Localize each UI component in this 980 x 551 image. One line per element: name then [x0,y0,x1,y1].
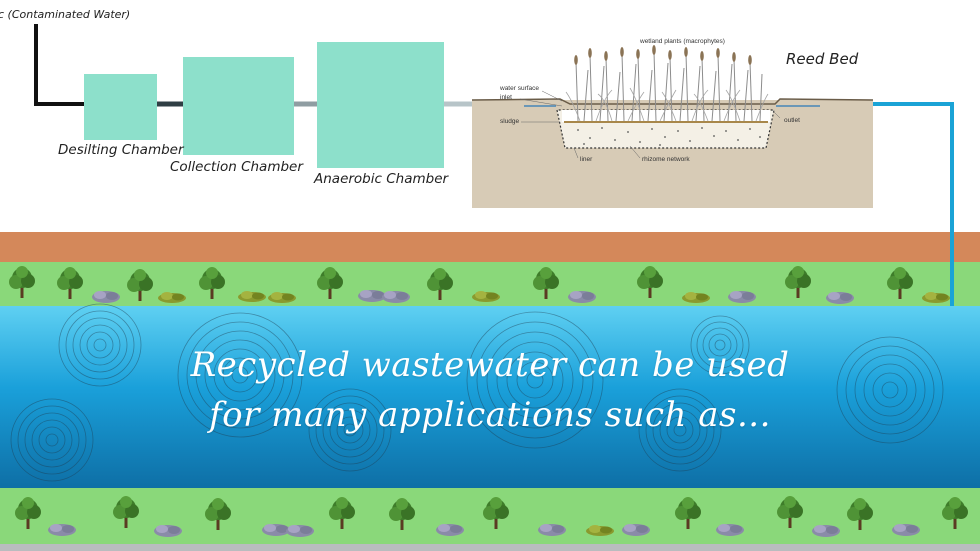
anaerobic-chamber-label: Anaerobic Chamber [314,171,449,187]
ripple-4 [308,388,392,472]
ripple-6 [690,315,750,375]
reed-bed-water [562,110,770,122]
reed-bed-title: Reed Bed [786,50,859,68]
anaerobic-chamber [317,42,444,168]
wetland-plants-label: wetland plants (macrophytes) [640,38,725,45]
inlet-pipe [34,24,84,106]
ground-edge [0,544,980,551]
sludge-label: sludge [500,118,520,125]
ripple-3 [177,312,303,438]
message-line-2: for many applications such as... [209,395,771,435]
outlet-pipe [873,102,954,306]
collection-chamber [183,57,294,155]
river [0,306,980,488]
message-line-1: Recycled wastewater can be used [190,345,790,385]
ripple-7 [638,388,722,472]
soil-band [0,232,980,262]
reed-leaves [565,87,769,122]
liner-label: liner [580,156,593,163]
ripple-1 [58,303,142,387]
desilting-chamber [84,74,157,140]
inlet-label: c (Contaminated Water) [0,8,131,21]
desilting-chamber-label: Desilting Chamber [58,142,184,158]
inlet-reedbed-label: inlet [500,94,512,101]
outlet-label: outlet [784,117,800,124]
water-surface-label: water surface [500,85,540,92]
gravel [577,127,761,146]
reed-bed-leader-lines [519,90,781,159]
rhizome-label: rhizome network [642,156,690,163]
ripple-2 [10,398,94,482]
reed-bed-water-surface [471,98,874,105]
message-text: Recycled wastewater can be used for many… [130,340,850,440]
ripple-5 [466,311,604,449]
collection-chamber-label: Collection Chamber [170,159,303,175]
reed-heads [574,45,752,65]
ripple-8 [836,336,944,444]
